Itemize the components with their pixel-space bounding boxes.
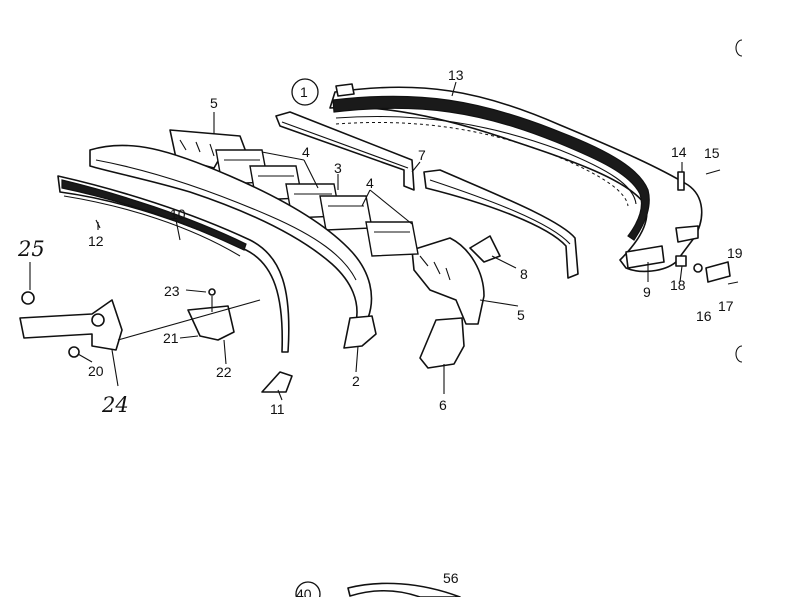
label-7: 7 [418, 147, 426, 163]
label-4-right: 4 [366, 175, 374, 191]
leader-lines [29, 81, 683, 401]
label-11: 11 [270, 401, 285, 417]
label-5-right: 5 [517, 307, 525, 323]
label-12: 12 [88, 233, 104, 249]
label-25-handwritten: 25 [17, 237, 45, 261]
label-17: 17 [718, 298, 734, 314]
label-24-handwritten: 24 [101, 393, 129, 417]
foam-blocks-3-4 [215, 149, 419, 257]
label-22: 22 [216, 364, 232, 380]
end-piece-6 [419, 317, 465, 369]
label-2: 2 [352, 373, 360, 389]
label-40: 40 [296, 586, 312, 597]
label-3: 3 [334, 160, 342, 176]
label-8: 8 [520, 266, 528, 282]
label-5-left: 5 [210, 95, 218, 111]
label-18: 18 [670, 277, 686, 293]
trim-strip-7 [275, 111, 579, 279]
label-15: 15 [704, 145, 720, 161]
callout-circle-1 [291, 78, 319, 106]
cropped-mark-top [735, 39, 743, 57]
bumper-iron-24 [19, 291, 123, 358]
mounting-bracket-21-22 [187, 288, 235, 341]
callout-circle-40 [295, 581, 321, 597]
label-20: 20 [88, 363, 104, 379]
label-16: 16 [696, 308, 712, 324]
label-10: 10 [170, 206, 186, 222]
label-1: 1 [300, 84, 308, 100]
hardware-14-19 [95, 169, 739, 285]
label-21: 21 [163, 330, 179, 346]
label-9: 9 [643, 284, 651, 300]
label-6: 6 [439, 397, 447, 413]
end-piece-2 [343, 315, 377, 349]
label-23: 23 [164, 283, 180, 299]
end-bracket-5-right [411, 237, 485, 325]
label-14: 14 [671, 144, 687, 160]
lower-diagram-partial [347, 582, 461, 597]
label-19: 19 [727, 245, 743, 261]
cropped-mark-bottom [735, 345, 743, 363]
clip-8 [469, 235, 501, 263]
rubber-strip-10 [57, 175, 290, 353]
label-13: 13 [448, 67, 464, 83]
label-4-left: 4 [302, 144, 310, 160]
label-56: 56 [443, 570, 459, 586]
bumper-bar-13 [329, 83, 703, 273]
clip-11 [261, 371, 293, 393]
